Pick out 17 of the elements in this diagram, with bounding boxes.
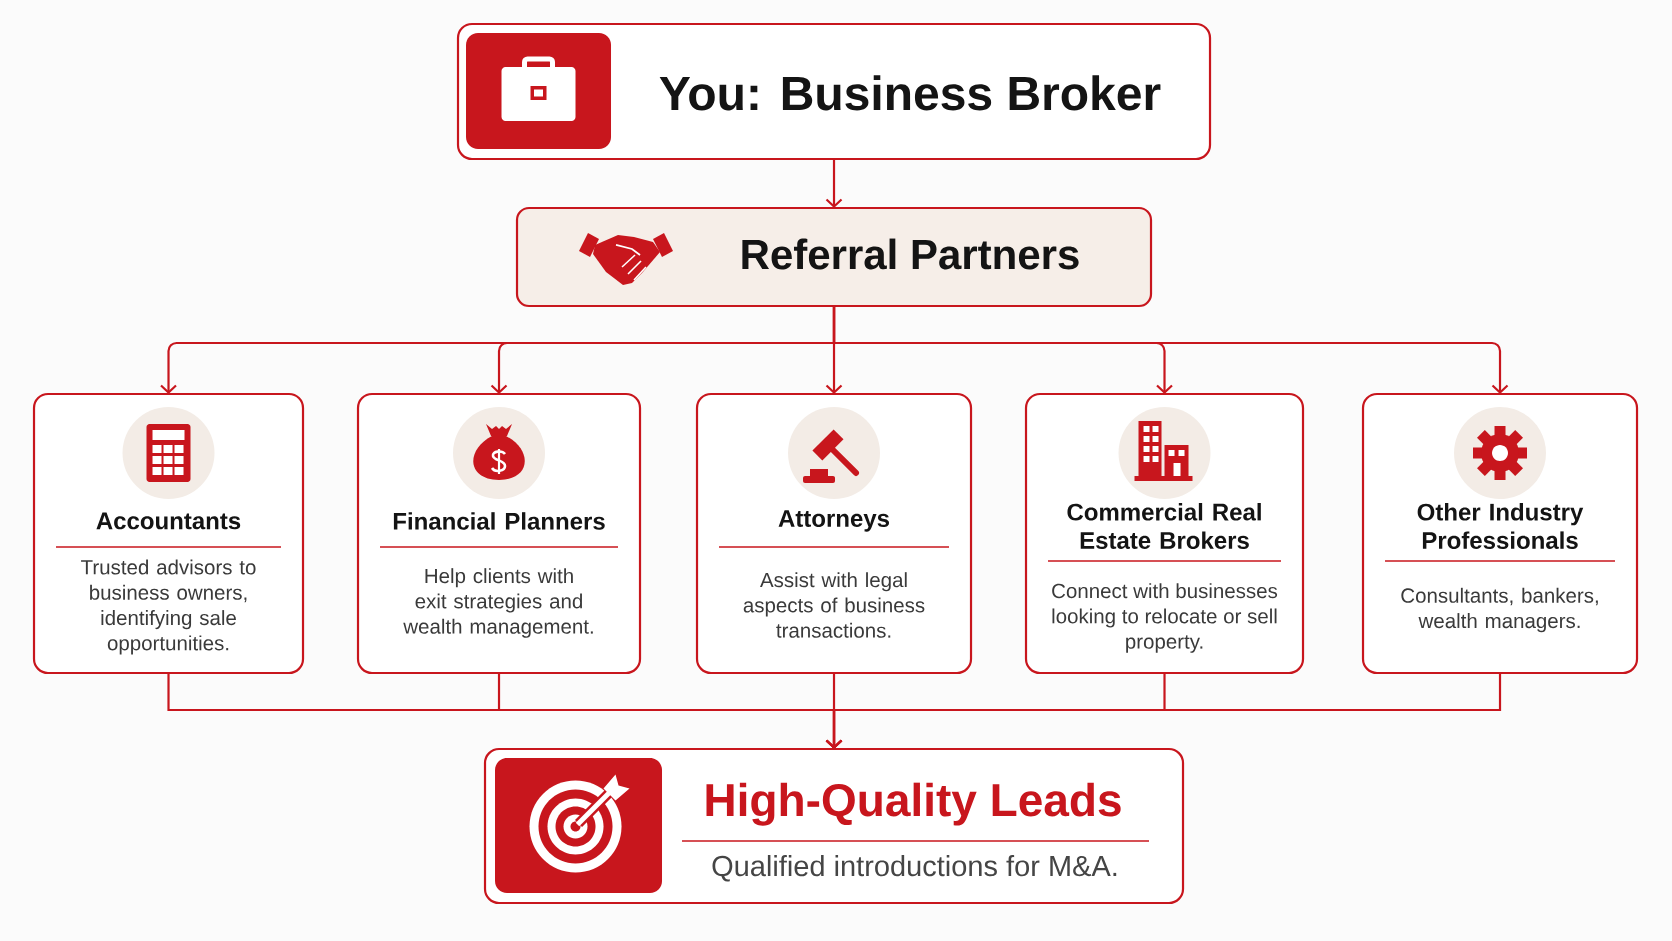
arrow [825, 159, 843, 208]
card-description: Trusted advisors to business owners, identifying sale opportunities. [81, 559, 256, 655]
card-description: Assist with legal aspects of business transactions. [743, 572, 925, 638]
arrow [825, 673, 1502, 749]
arrow [832, 306, 1509, 394]
card-title: Accountants [96, 512, 241, 530]
card-title: Commercial Real Estate Brokers [1067, 503, 1261, 549]
result-subtitle: Qualified introductions for M&A. [712, 855, 1117, 882]
card-description: Help clients with exit strategies and wealth management. [403, 568, 593, 638]
band-title: Referral Partners [742, 238, 1079, 270]
card-description: Connect with businesses looking to relocate or sell property. [1052, 583, 1278, 653]
header-title: You: Business Broker [659, 75, 1161, 111]
card-title: Other Industry Professionals [1417, 503, 1584, 549]
card-title: Financial Planners [393, 512, 605, 530]
card-description: Consultants, bankers, wealth managers. [1401, 587, 1598, 633]
result-title: High-Quality Leads [706, 782, 1121, 826]
card-title: Attorneys [778, 510, 889, 532]
